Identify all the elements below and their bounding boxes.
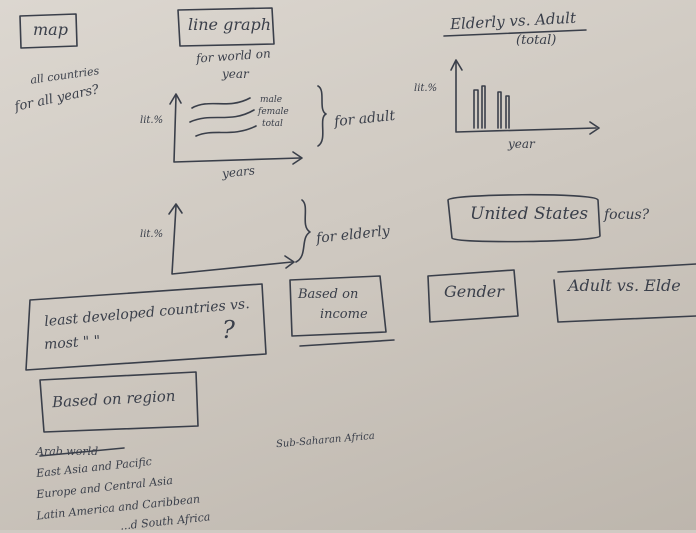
elderly-y-axis-label: lit.% xyxy=(140,229,164,240)
adult-x-axis-label: years xyxy=(221,163,256,181)
total-subtitle: (total) xyxy=(516,33,557,48)
income-label-2: income xyxy=(320,307,368,322)
income-box xyxy=(289,275,387,337)
adult-chart-axes xyxy=(173,95,301,163)
legend-male: male xyxy=(260,95,283,105)
map-label: map xyxy=(33,20,68,39)
adult-vs-elderly-label: Adult vs. Elde xyxy=(568,276,681,295)
elderly-chart-axes xyxy=(171,205,293,275)
ldc-box xyxy=(25,283,267,371)
bar-chart-y-arrow xyxy=(450,59,463,71)
elderly-brace xyxy=(295,199,311,263)
adult-y-axis-label: lit.% xyxy=(140,115,164,126)
title-underline xyxy=(443,29,587,37)
year-note: year xyxy=(222,67,249,81)
region-item-1: Arab world xyxy=(36,445,99,458)
income-box-shadow xyxy=(299,339,395,347)
map-box xyxy=(19,13,78,49)
gender-box xyxy=(427,269,519,323)
line-graph-label: line graph xyxy=(188,15,272,34)
bar-chart-x-axis-label: year xyxy=(508,137,535,151)
legend-total: total xyxy=(262,119,283,129)
focus-note: focus? xyxy=(604,207,650,223)
adult-y-arrow xyxy=(169,93,182,105)
united-states-label: United States xyxy=(470,204,589,224)
bar-chart-y-axis-label: lit.% xyxy=(414,83,438,94)
region-box xyxy=(39,371,199,433)
bar-chart-axes xyxy=(455,61,597,133)
ldc-question: ? xyxy=(222,316,235,344)
elderly-x-arrow xyxy=(284,255,295,269)
gender-label: Gender xyxy=(444,282,504,301)
united-states-box xyxy=(447,193,601,243)
elderly-y-arrow xyxy=(168,203,183,215)
bar-chart-bars xyxy=(473,85,510,129)
adult-series-lines xyxy=(189,97,257,137)
ldc-line-2: most " " xyxy=(43,333,101,353)
arab-world-strike xyxy=(39,447,125,457)
adult-x-arrow xyxy=(292,151,303,165)
adult-vs-elderly-box xyxy=(553,263,696,323)
adult-brace xyxy=(317,85,327,147)
income-label-1: Based on xyxy=(298,287,359,302)
bar-chart-x-arrow xyxy=(589,121,600,135)
legend-female: female xyxy=(258,107,289,117)
line-graph-box xyxy=(177,7,275,47)
